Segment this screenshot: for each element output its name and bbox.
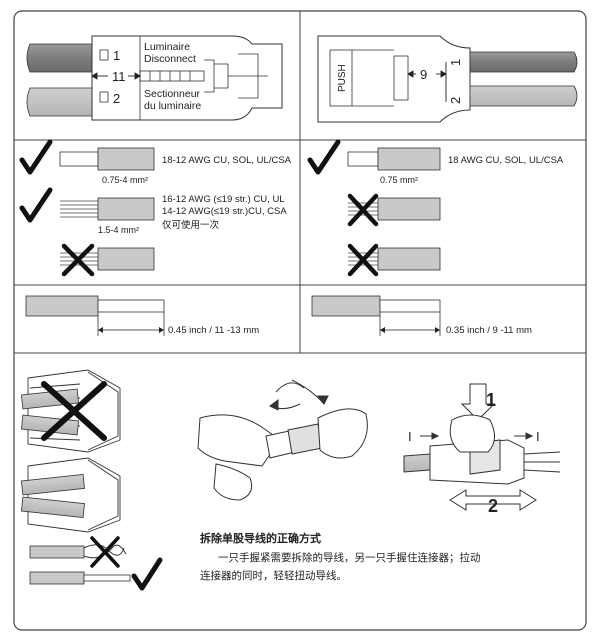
- pull-step-number: 2: [488, 496, 498, 516]
- port-2-label: 2: [113, 91, 120, 106]
- check-icon: [19, 187, 53, 223]
- sectionneur-label-line2: du luminaire: [144, 100, 201, 112]
- removal-body-line1: 一只手握紧需要拆除的导线，另一只手握住连接器；拉动: [218, 552, 481, 564]
- strip-dimension: 0.35 inch / 9 -11 mm: [446, 325, 532, 336]
- port-1-label: 1: [113, 48, 120, 63]
- wire-spec-2-line1: 16-12 AWG (≤19 str.) CU, UL: [162, 194, 285, 205]
- wire-spec-1: 18 AWG CU, SOL, UL/CSA: [448, 155, 564, 166]
- wire-range-1: 0.75 mm²: [380, 175, 418, 185]
- wire-range-2: 1.5-4 mm²: [98, 225, 139, 235]
- removal-title: 拆除单股导线的正确方式: [200, 532, 321, 545]
- wire-spec-2-line3: 仅可使用一次: [162, 219, 220, 231]
- cross-icon: [347, 193, 379, 227]
- wire-range-1: 0.75-4 mm²: [102, 175, 148, 185]
- check-icon: [131, 557, 163, 591]
- wire-spec-1: 18-12 AWG CU, SOL, UL/CSA: [162, 155, 292, 166]
- port-2-label: 2: [448, 97, 463, 104]
- side-mark-right: I: [536, 429, 540, 444]
- luminaire-label-line2: Disconnect: [144, 53, 196, 65]
- panel-dividers: [14, 11, 586, 354]
- luminaire-connector-diagram: 1 2 11 Luminaire Disconnect Sectionneur …: [26, 35, 283, 121]
- check-icon: [19, 139, 53, 175]
- cross-icon: [347, 243, 379, 277]
- insertion-examples: [20, 369, 163, 591]
- push-label: PUSH: [337, 64, 348, 92]
- strip-dimension: 0.45 inch / 11 -13 mm: [168, 325, 259, 336]
- removal-body-line2: 连接器的同时，轻轻扭动导线。: [200, 570, 347, 582]
- wire-spec-2-line2: 14-12 AWG(≤19 str.)CU, CSA: [162, 206, 287, 217]
- luminaire-label-line1: Luminaire: [144, 41, 190, 53]
- push-step-number: 1: [486, 390, 496, 410]
- strip-length-left: 0.45 inch / 11 -13 mm: [25, 295, 259, 336]
- sectionneur-label-line1: Sectionneur: [144, 88, 201, 100]
- strip-length-label: 11: [112, 69, 126, 84]
- port-1-label: 1: [448, 59, 463, 66]
- check-icon: [307, 139, 341, 175]
- strip-length-label: 9: [420, 67, 427, 82]
- wire-types-left: 18-12 AWG CU, SOL, UL/CSA 0.75-4 mm² 16-…: [19, 139, 292, 277]
- hands-twisting-illustration: [197, 379, 368, 501]
- cross-icon: [61, 243, 95, 277]
- strip-length-right: 0.35 inch / 9 -11 mm: [311, 295, 532, 336]
- push-pull-illustration: [403, 383, 561, 511]
- cross-icon: [41, 381, 107, 441]
- wire-types-right: 18 AWG CU, SOL, UL/CSA 0.75 mm²: [307, 139, 564, 277]
- push-connector-diagram: PUSH 9 1 2: [317, 35, 578, 123]
- cross-icon: [90, 536, 120, 568]
- side-mark-left: I: [408, 429, 412, 444]
